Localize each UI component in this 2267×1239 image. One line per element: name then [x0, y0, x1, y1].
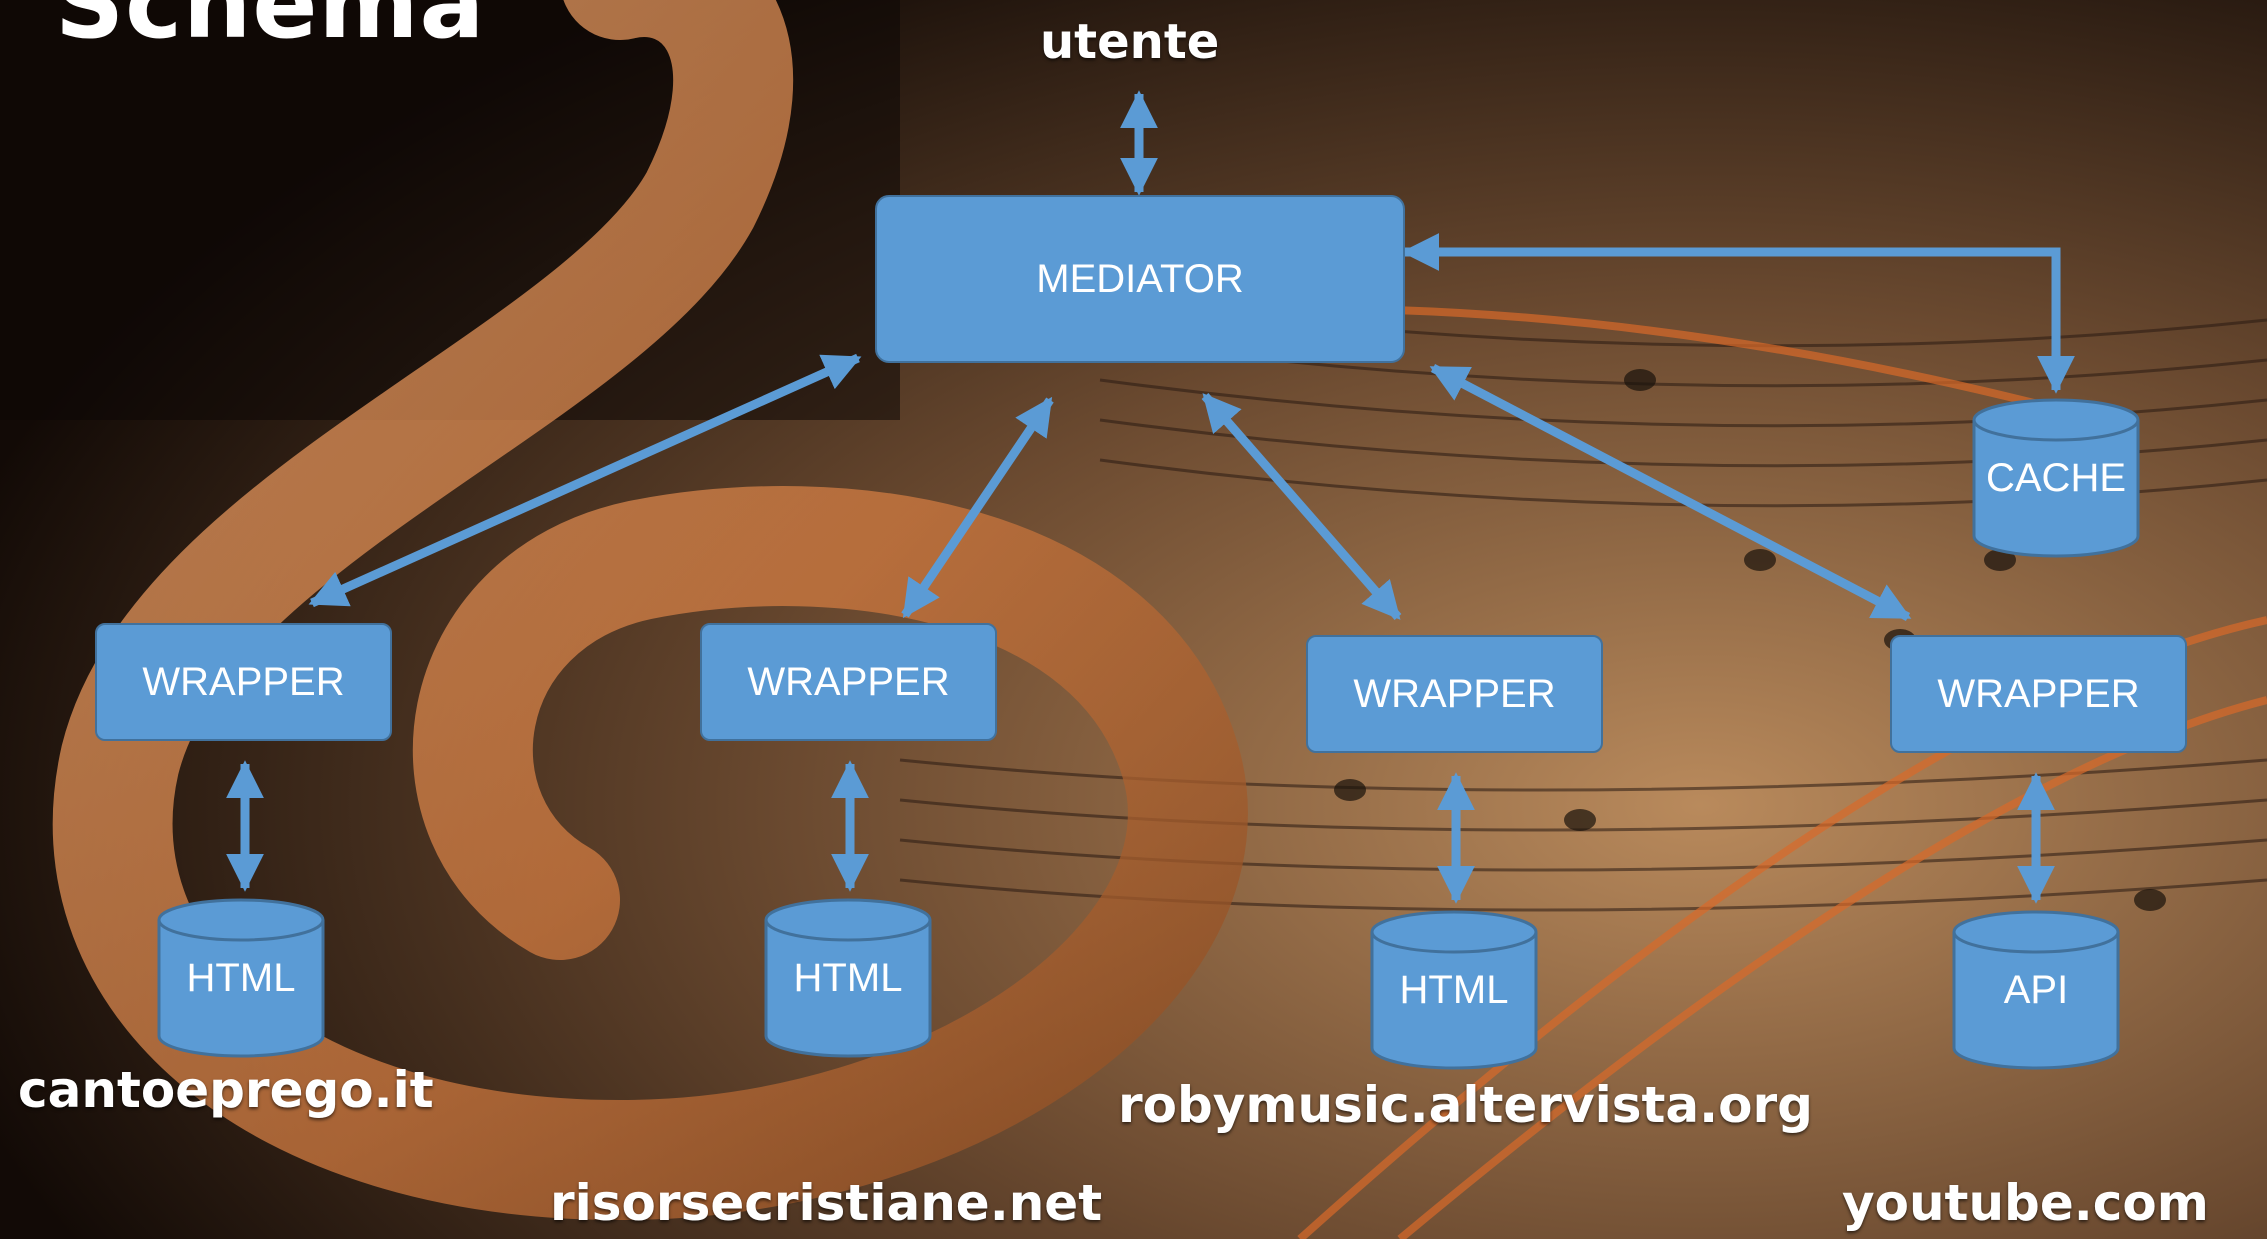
wrapper-box-1: WRAPPER [95, 623, 392, 741]
site-label-3: robymusic.altervista.org [1118, 1076, 1813, 1134]
wrapper-box-2: WRAPPER [700, 623, 997, 741]
site-label-4: youtube.com [1842, 1174, 2209, 1232]
source-database-2: HTML [763, 898, 933, 1058]
source-database-3: HTML [1369, 910, 1539, 1070]
wrapper-box-3: WRAPPER [1306, 635, 1603, 753]
source-database-1: HTML [156, 898, 326, 1058]
source-label-3: HTML [1399, 968, 1509, 1012]
database-icon [1370, 910, 1538, 1070]
cache-database: CACHE [1971, 398, 2141, 558]
site-label-2: risorsecristiane.net [550, 1174, 1103, 1232]
source-database-4: API [1951, 910, 2121, 1070]
database-icon [1952, 910, 2120, 1070]
user-label: utente [1040, 14, 1220, 70]
wrapper-box-4: WRAPPER [1890, 635, 2187, 753]
source-label-4: API [2003, 968, 2069, 1012]
source-label-1: HTML [186, 956, 296, 1000]
site-label-1: cantoeprego.it [18, 1061, 434, 1119]
source-label-2: HTML [793, 956, 903, 1000]
database-icon [1972, 398, 2140, 558]
database-icon [157, 898, 325, 1058]
database-icon [764, 898, 932, 1058]
slide-title: Schema [55, 0, 486, 60]
cache-label: CACHE [1985, 456, 2127, 500]
mediator-box: MEDIATOR [875, 195, 1405, 363]
